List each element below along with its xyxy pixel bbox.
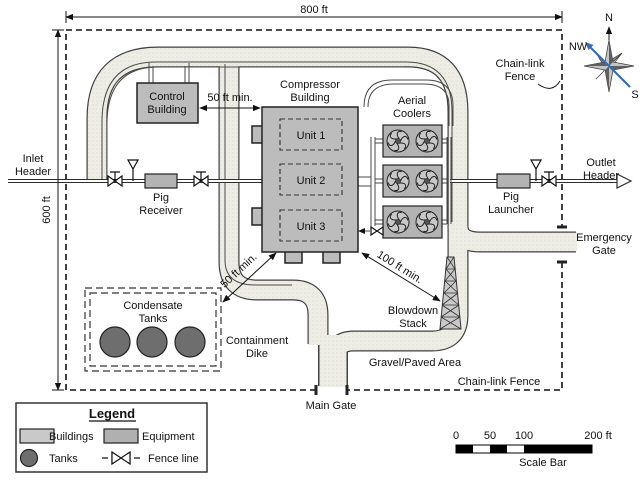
svg-text:Building: Building [290, 92, 329, 104]
chain-link-fence [65, 29, 567, 395]
outlet-header-label: Outlet [586, 157, 615, 169]
scale-bar-caption: Scale Bar [519, 457, 567, 469]
dike-offset-arrow [222, 252, 277, 303]
svg-text:Receiver: Receiver [139, 205, 183, 217]
gravel-paved-label: Gravel/Paved Area [369, 357, 462, 369]
condensate-tank-2 [136, 326, 168, 358]
control-offset-label: 50 ft min. [207, 92, 252, 104]
outlet-arrowhead [616, 173, 633, 189]
fan-icon [386, 210, 410, 234]
compass-needle-head [585, 42, 594, 50]
pig-launcher-label: Pig [503, 191, 519, 203]
aerial-coolers [382, 124, 443, 239]
pig-receiver-label: Pig [153, 192, 169, 204]
svg-text:Stack: Stack [399, 318, 427, 330]
dimension-lines [52, 11, 563, 391]
fan-icon [415, 129, 439, 153]
legend [15, 402, 208, 473]
svg-text:Tanks: Tanks [139, 313, 168, 325]
compass-n-label: N [605, 12, 613, 24]
main-gate-cap-left [314, 385, 318, 395]
svg-text:Header: Header [583, 170, 619, 182]
containment-dike [84, 287, 222, 372]
compass-rose [583, 26, 635, 93]
scale-tick-100: 100 [515, 430, 533, 442]
condensate-tanks-label: Condensate [123, 300, 182, 312]
inlet-header-label: Inlet [23, 153, 44, 165]
pig-launcher [496, 173, 531, 189]
fan-icon [386, 169, 410, 193]
compressor-building [251, 106, 359, 264]
dimension-600ft-label: 600 ft [41, 196, 53, 224]
scale-tick-0: 0 [453, 430, 459, 442]
legend-tank-swatch [19, 448, 39, 468]
unit-1-label: Unit 1 [297, 130, 326, 142]
svg-text:Dike: Dike [246, 348, 268, 360]
scale-bar [455, 444, 593, 454]
unit-1-box [279, 118, 343, 151]
svg-text:Coolers: Coolers [393, 108, 431, 120]
control-building-label: Control [149, 91, 184, 103]
legend-buildings-swatch [19, 428, 55, 444]
fence-bottom-label: Chain-link Fence [458, 376, 541, 388]
condensate-tank-1 [99, 326, 131, 358]
dimension-800ft-label: 800 ft [300, 4, 328, 16]
valve-icon [107, 171, 123, 187]
legend-equipment-swatch [103, 428, 139, 444]
control-building [136, 82, 199, 124]
blowdown-stack [439, 256, 462, 330]
compass-needle [589, 46, 631, 88]
labels: 800 ft 600 ft Inlet Header Outlet Header… [15, 4, 639, 469]
valve-icon [541, 171, 557, 187]
containment-dike-label: Containment [226, 335, 288, 347]
aerial-coolers-label: Aerial [398, 95, 426, 107]
svg-text:Fence: Fence [505, 71, 536, 83]
emergency-gate-cap-bottom [557, 260, 567, 264]
fan-icon [386, 129, 410, 153]
unit-3-label: Unit 3 [297, 221, 326, 233]
compass-s-label: S [631, 89, 638, 101]
compass-nw-label: NW [569, 41, 588, 53]
emergency-gate-cap-top [557, 225, 567, 229]
svg-text:Building: Building [147, 104, 186, 116]
fence-label-leader [537, 80, 561, 89]
legend-tanks-label: Tanks [49, 453, 78, 465]
unit-2-label: Unit 2 [297, 175, 326, 187]
unit-3-box [279, 209, 343, 242]
scale-tick-50: 50 [484, 430, 496, 442]
vent-icon [127, 159, 139, 182]
legend-title: Legend [89, 406, 135, 421]
main-gate-label: Main Gate [306, 400, 357, 412]
legend-buildings-label: Buildings [49, 431, 94, 443]
valve-icon [193, 171, 209, 187]
svg-text:Launcher: Launcher [488, 204, 534, 216]
legend-fence-line-label: Fence line [148, 453, 199, 465]
condensate-tank-3 [174, 326, 206, 358]
process-pipes [8, 137, 633, 234]
pig-receiver [144, 173, 178, 189]
blowdown-line-arrow [358, 228, 365, 234]
fan-icon [415, 210, 439, 234]
main-gate-cap-right [345, 385, 349, 395]
compressor-building-label: Compressor [280, 79, 340, 91]
svg-text:Header: Header [15, 166, 51, 178]
legend-equipment-label: Equipment [142, 431, 195, 443]
scale-tick-200: 200 ft [584, 430, 612, 442]
blowdown-stack-label: Blowdown [388, 305, 438, 317]
fan-icon [415, 169, 439, 193]
legend-fence-line-symbol [102, 450, 140, 466]
fence-top-label: Chain-link [496, 58, 545, 70]
emergency-gate-label: Emergency [576, 232, 632, 244]
vent-icon [530, 159, 542, 182]
valve-icon [370, 226, 384, 236]
stack-offset-label: 100 ft min. [375, 249, 425, 286]
unit-2-box [279, 163, 343, 196]
svg-text:Gate: Gate [592, 245, 616, 257]
stack-offset-arrow [361, 252, 441, 302]
